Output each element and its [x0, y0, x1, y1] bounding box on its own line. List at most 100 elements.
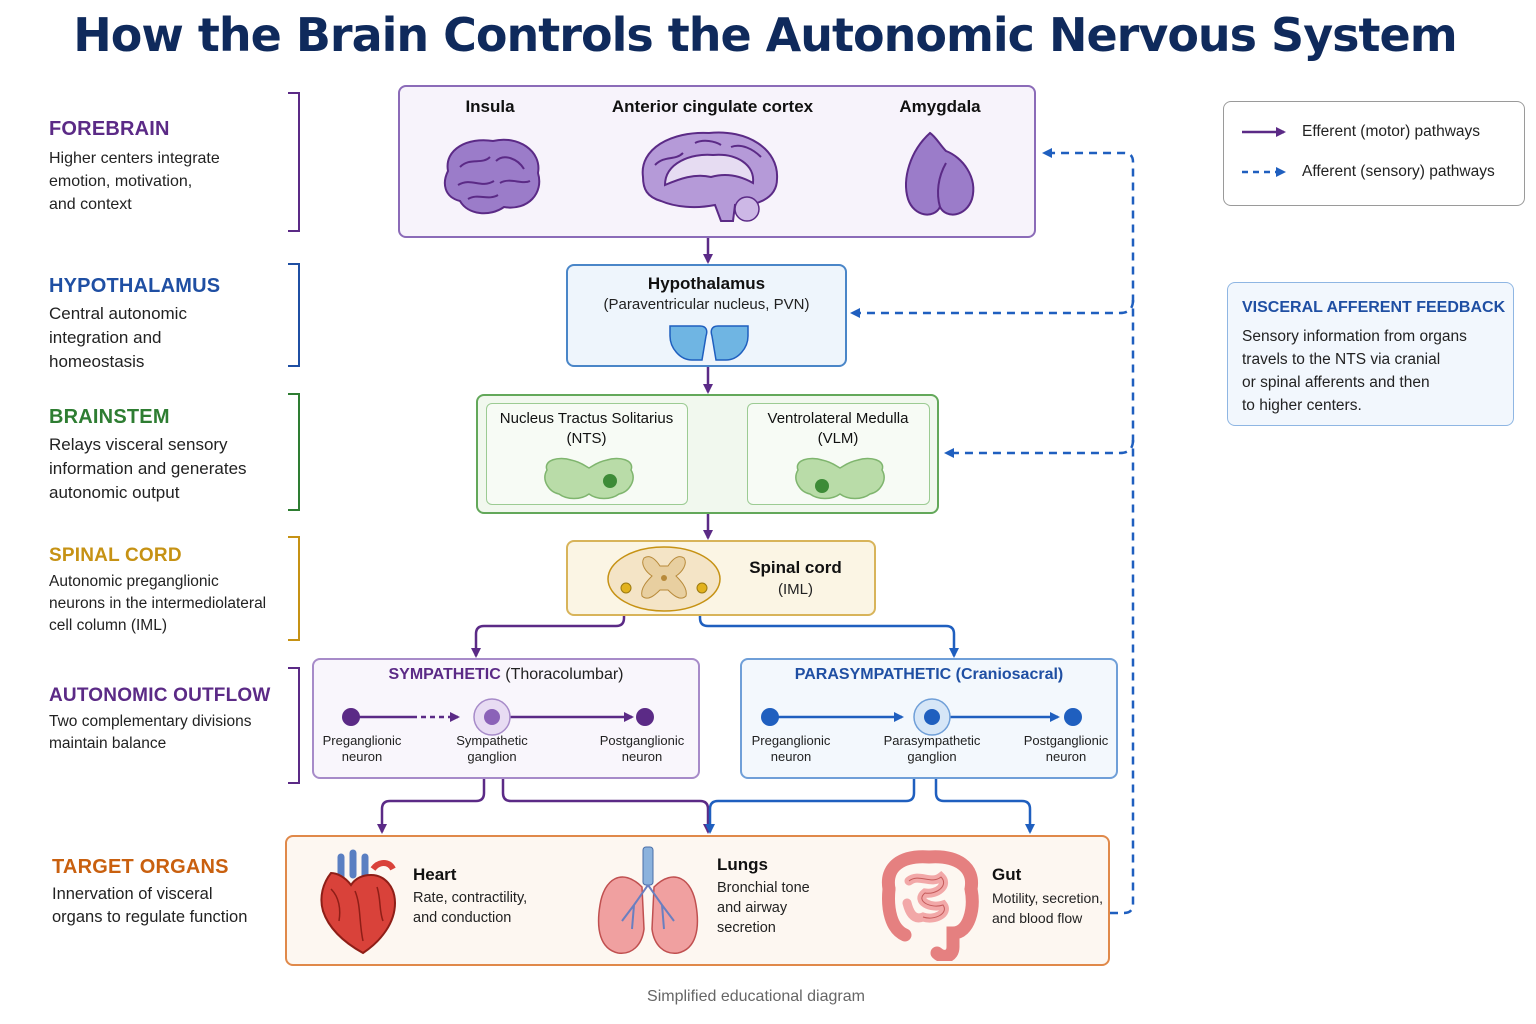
gut-desc-line: Motility, secretion,: [992, 890, 1103, 906]
heart-desc-line: and conduction: [413, 910, 512, 926]
section-target-organs: TARGET ORGANS Innervation of visceral or…: [52, 856, 287, 929]
afferent-legend-icon: [1242, 167, 1286, 177]
parasympathetic-chain: [761, 698, 1082, 736]
section-heading: AUTONOMIC OUTFLOW: [49, 685, 271, 706]
sympathetic-post-label: Postganglionic neuron: [590, 733, 694, 765]
section-desc-line: Higher centers integrate: [49, 150, 220, 167]
lungs-desc-line: Bronchial tone: [717, 880, 810, 896]
acc-label: Anterior cingulate cortex: [611, 97, 814, 116]
parasympathetic-box: PARASYMPATHETIC (Craniosacral) Pregangli…: [740, 658, 1118, 779]
feedback-text: Sensory information from organs travels …: [1242, 325, 1507, 417]
section-heading: HYPOTHALAMUS: [49, 275, 221, 297]
insula-label: Insula: [465, 97, 515, 116]
nts-box: Nucleus Tractus Solitarius (NTS): [486, 403, 688, 505]
section-heading: TARGET ORGANS: [52, 856, 229, 878]
section-desc-line: cell column (IML): [49, 617, 167, 634]
vlm-box: Ventrolateral Medulla (VLM): [747, 403, 930, 505]
label-line: neuron: [770, 749, 812, 764]
spinal-cord-icon: [607, 546, 721, 612]
forebrain-box: Insula Anterior cingulate cortex Amygdal…: [398, 85, 1036, 238]
medulla-vlm-icon: [795, 457, 885, 500]
sympathetic-ganglion-label: Sympathetic ganglion: [444, 733, 540, 765]
section-heading: BRAINSTEM: [49, 406, 170, 428]
feedback-line: to higher centers.: [1242, 397, 1362, 414]
bracket-spinal: [288, 536, 300, 641]
spinal-cord-label: Spinal cord: [749, 558, 842, 577]
arrow-sympathetic-to-heart: [377, 779, 486, 834]
section-desc-line: autonomic output: [49, 483, 180, 502]
brainstem-box: Nucleus Tractus Solitarius (NTS) Ventrol…: [476, 394, 939, 514]
afferent-to-hypothalamus: [850, 299, 1135, 318]
section-desc-line: neurons in the intermediolateral: [49, 595, 267, 612]
heart-text: Heart Rate, contractility, and conductio…: [413, 865, 553, 928]
arrow-parasympathetic-to-gut: [934, 779, 1035, 834]
footer-note: Simplified educational diagram: [647, 988, 865, 1005]
afferent-legend-label: Afferent (sensory) pathways: [1302, 163, 1495, 180]
parasympathetic-preganglionic-node: [761, 708, 779, 726]
gut-text: Gut Motility, secretion, and blood flow: [992, 865, 1108, 928]
afferent-feedback-path: [1042, 148, 1135, 915]
parasympathetic-pre-label: Preganglionic neuron: [742, 733, 840, 765]
bracket-outflow: [288, 667, 300, 784]
section-heading: SPINAL CORD: [49, 545, 182, 566]
lungs-desc-line: secretion: [717, 920, 776, 936]
spinal-cord-sub: (IML): [778, 581, 813, 598]
arrow-spinal-to-parasympathetic: [698, 595, 959, 658]
label-line: ganglion: [467, 749, 517, 764]
vlm-abbr: (VLM): [817, 430, 859, 447]
sympathetic-postganglionic-node: [636, 708, 654, 726]
feedback-line: Sensory information from organs: [1242, 328, 1467, 345]
heart-icon: [320, 849, 397, 955]
lungs-text: Lungs Bronchial tone and airway secretio…: [717, 855, 837, 938]
sympathetic-pre-label: Preganglionic neuron: [316, 733, 408, 765]
gut-icon: [881, 850, 979, 961]
label-line: Postganglionic: [1023, 733, 1109, 748]
sympathetic-box: SYMPATHETIC (Thoracolumbar) Preganglioni…: [312, 658, 700, 779]
sympathetic-preganglionic-node: [342, 708, 360, 726]
section-brainstem: BRAINSTEM Relays visceral sensory inform…: [49, 406, 284, 505]
parasympathetic-title-rest: (Craniosacral): [955, 666, 1064, 683]
section-desc-line: Central autonomic: [49, 304, 187, 323]
hypothalamus-icon: [669, 325, 749, 361]
page-title: How the Brain Controls the Autonomic Ner…: [73, 8, 1457, 62]
heart-name: Heart: [413, 865, 457, 884]
hypothalamus-label: Hypothalamus: [647, 274, 766, 293]
sympathetic-title-bold: SYMPATHETIC: [388, 666, 501, 683]
bracket-brainstem: [288, 393, 300, 511]
parasympathetic-postganglionic-node: [1064, 708, 1082, 726]
section-desc-line: maintain balance: [49, 735, 167, 752]
section-autonomic-outflow: AUTONOMIC OUTFLOW Two complementary divi…: [49, 685, 284, 755]
section-desc-line: Innervation of visceral: [52, 885, 213, 903]
parasympathetic-title-bold: PARASYMPATHETIC: [794, 666, 952, 683]
bracket-hypothalamus: [288, 263, 300, 367]
label-line: Parasympathetic: [883, 733, 981, 748]
section-forebrain: FOREBRAIN Higher centers integrate emoti…: [49, 118, 279, 216]
vlm-label: Ventrolateral Medulla: [767, 410, 909, 427]
label-line: Preganglionic: [322, 733, 402, 748]
lungs-desc-line: and airway: [717, 900, 788, 916]
parasympathetic-title: PARASYMPATHETIC (Craniosacral): [742, 666, 1116, 684]
efferent-legend-icon: [1242, 127, 1286, 137]
section-hypothalamus: HYPOTHALAMUS Central autonomic integrati…: [49, 275, 279, 374]
section-desc-line: homeostasis: [49, 352, 145, 371]
section-desc-line: emotion, motivation,: [49, 173, 193, 190]
nts-label: Nucleus Tractus Solitarius: [499, 410, 674, 427]
spinal-cord-box: Spinal cord (IML): [566, 540, 876, 616]
arrow-sympathetic-to-lungs: [501, 779, 713, 834]
sympathetic-title: SYMPATHETIC (Thoracolumbar): [314, 666, 698, 684]
label-line: ganglion: [907, 749, 957, 764]
gut-name: Gut: [992, 865, 1022, 884]
parasympathetic-post-label: Postganglionic neuron: [1016, 733, 1116, 765]
hypothalamus-sub: (Paraventricular nucleus, PVN): [603, 296, 810, 313]
label-line: Preganglionic: [751, 733, 831, 748]
section-desc-line: Two complementary divisions: [49, 713, 252, 730]
hypothalamus-box: Hypothalamus (Paraventricular nucleus, P…: [566, 264, 847, 367]
feedback-line: travels to the NTS via cranial: [1242, 351, 1441, 368]
lungs-name: Lungs: [717, 855, 768, 874]
legend-box: Efferent (motor) pathways Afferent (sens…: [1223, 101, 1525, 206]
label-line: Sympathetic: [456, 733, 528, 748]
section-spinal-cord: SPINAL CORD Autonomic preganglionic neur…: [49, 545, 284, 637]
label-line: neuron: [621, 749, 663, 764]
parasympathetic-ganglion-label: Parasympathetic ganglion: [872, 733, 992, 765]
label-line: neuron: [1045, 749, 1087, 764]
